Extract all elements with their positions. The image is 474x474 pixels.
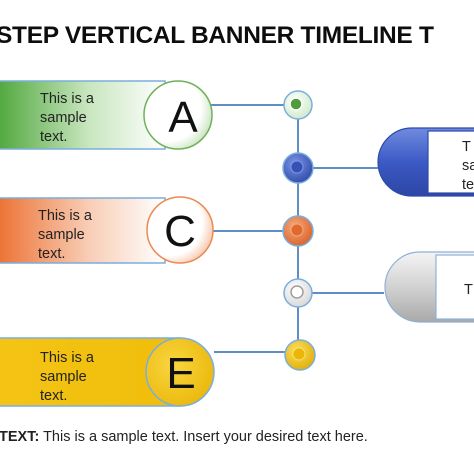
step-e-text-line: sample: [40, 369, 87, 385]
step-a-letter: A: [168, 93, 198, 142]
step-a-text-line: sample: [40, 110, 87, 126]
svg-text:This is a sample t: This is a sample text.: [38, 208, 96, 262]
page-title: STEP VERTICAL BANNER TIMELINE T: [0, 22, 434, 49]
timeline-node-e: [284, 339, 316, 371]
step-e-text-line: This is a: [40, 350, 95, 366]
svg-text:T sa te: T sa te: [462, 139, 474, 193]
step-d-text-line: T: [464, 282, 473, 298]
timeline-node-a: [283, 90, 313, 120]
timeline-node-b: [282, 152, 314, 184]
step-c-text-line: text.: [38, 246, 65, 262]
step-e-text-line: text.: [40, 388, 67, 404]
caption: TEXT: This is a sample text. Insert your…: [0, 429, 368, 445]
step-b-text-line: te: [462, 177, 474, 193]
step-b-text-line: T: [462, 139, 471, 155]
caption-text: This is a sample text. Insert your desir…: [43, 429, 368, 445]
svg-text:This is a sample t: This is a sample text.: [40, 350, 98, 404]
step-c-text-line: sample: [38, 227, 85, 243]
step-e-letter: E: [166, 349, 195, 398]
step-e-banner: E This is a sample text.: [0, 337, 215, 407]
svg-text:This is a sample t: This is a sample text.: [40, 91, 98, 145]
step-b-text-line: sa: [462, 158, 474, 174]
step-b-banner: T sa te: [377, 127, 474, 197]
step-a-text-line: text.: [40, 129, 67, 145]
step-d-banner: T: [384, 251, 474, 323]
timeline-node-c: [282, 215, 314, 247]
step-c-text-line: This is a: [38, 208, 93, 224]
svg-text:T: T: [464, 282, 473, 298]
step-c-letter: C: [164, 207, 196, 256]
step-c-banner: C This is a sample text.: [0, 196, 214, 264]
timeline-node-d: [283, 278, 313, 308]
step-a-text-line: This is a: [40, 91, 95, 107]
step-a-banner: A This is a sample text.: [0, 80, 213, 150]
caption-label: TEXT:: [0, 429, 40, 445]
